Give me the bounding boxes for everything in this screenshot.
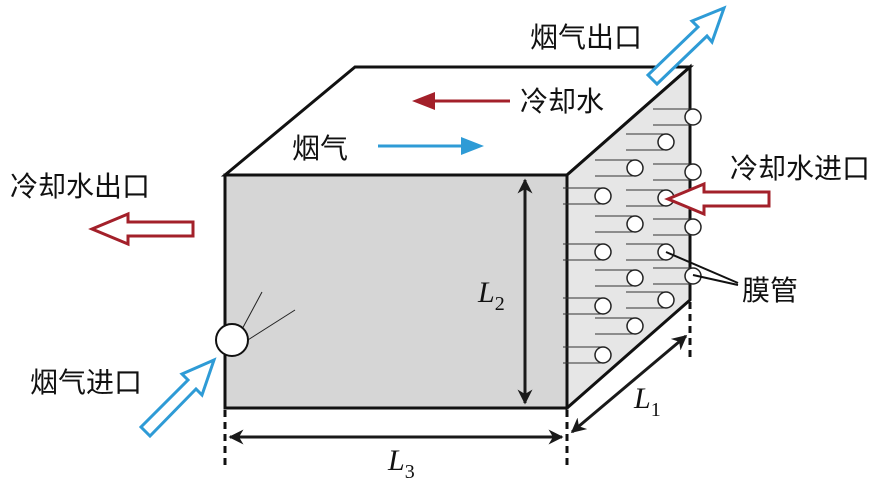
front-face bbox=[223, 173, 569, 410]
inlet-tube-icon bbox=[215, 323, 249, 357]
cooling-water-flow-arrow bbox=[412, 92, 510, 110]
membrane-tube-end-icon bbox=[594, 346, 612, 364]
dimension-L1-arrow bbox=[570, 334, 688, 434]
membrane-tube-end-icon bbox=[657, 133, 675, 151]
membrane-tube-end-icon bbox=[626, 269, 644, 287]
flue-gas-inlet-arrow bbox=[138, 357, 217, 439]
cooling-water-outlet-arrow bbox=[88, 211, 195, 247]
cooling-water-inlet-label: 冷却水进口 bbox=[730, 152, 870, 185]
flue-gas-inlet-label: 烟气进口 bbox=[30, 366, 142, 399]
flue-gas-outlet-label: 烟气出口 bbox=[530, 21, 642, 54]
membrane-tube-end-icon bbox=[684, 218, 702, 236]
membrane-tube-label: 膜管 bbox=[742, 274, 798, 307]
flue-gas-flow-arrow bbox=[378, 137, 484, 155]
label-L2: L2 bbox=[477, 276, 505, 315]
membrane-tube-end-icon bbox=[594, 187, 612, 205]
membrane-tube-end-icon bbox=[626, 159, 644, 177]
cooling-water-label: 冷却水 bbox=[520, 85, 604, 118]
membrane-tube-end-icon bbox=[594, 297, 612, 315]
flue-gas-label: 烟气 bbox=[292, 132, 348, 165]
cooling-water-outlet-label: 冷却水出口 bbox=[10, 170, 150, 203]
membrane-tube-end-icon bbox=[626, 215, 644, 233]
membrane-tube-end-icon bbox=[684, 108, 702, 126]
membrane-tube-end-icon bbox=[594, 243, 612, 261]
membrane-tube-end-icon bbox=[684, 163, 702, 181]
membrane-tube-end-icon bbox=[626, 317, 644, 335]
label-L3: L3 bbox=[387, 444, 415, 480]
cooling-water-inlet-arrow bbox=[664, 181, 771, 217]
label-L1: L1 bbox=[633, 382, 661, 421]
membrane-tube-end-icon bbox=[657, 291, 675, 309]
flue-gas-outlet-arrow bbox=[645, 5, 727, 87]
